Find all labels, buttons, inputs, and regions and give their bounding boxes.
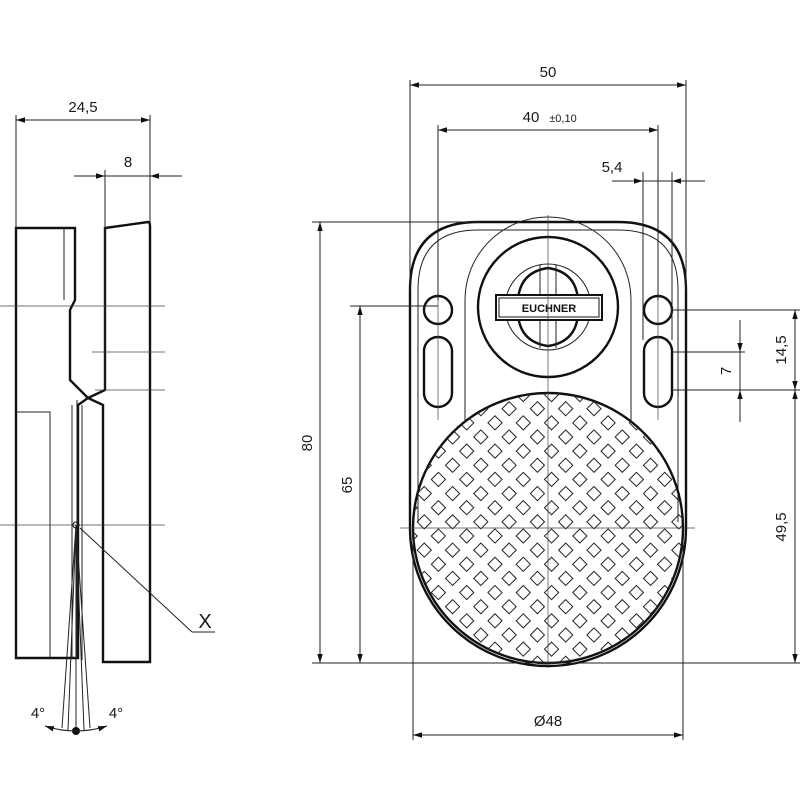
- dim-side-gap: 8: [124, 154, 132, 171]
- dim-side-width: 24,5: [68, 99, 97, 116]
- dim-width-50: 50: [540, 64, 557, 81]
- angle-left-label: 4°: [31, 705, 45, 722]
- side-view: 24,5 8 4° 4° X: [0, 99, 215, 735]
- front-view: EUCHNER 50 40 ±0,10: [299, 64, 800, 740]
- dim-offset: 5,4: [602, 159, 623, 176]
- dim-slot-length: 7: [718, 367, 735, 375]
- detail-label-x: X: [198, 611, 211, 633]
- side-left-inner: [16, 411, 51, 658]
- dim-hole-tolerance: ±0,10: [549, 113, 576, 125]
- side-right-body: [85, 220, 152, 664]
- dim-height-80: 80: [299, 435, 316, 452]
- side-left-body: [14, 226, 90, 660]
- dim-slot-pitch: 14,5: [773, 335, 790, 364]
- logo-badge: [495, 294, 603, 321]
- dim-hole-spacing: 40: [523, 109, 540, 126]
- dim-height-65: 65: [339, 477, 356, 494]
- dim-diameter: Ø48: [534, 713, 562, 730]
- angle-right-label: 4°: [109, 705, 123, 722]
- dim-lower: 49,5: [773, 512, 790, 541]
- logo-text: EUCHNER: [522, 303, 576, 315]
